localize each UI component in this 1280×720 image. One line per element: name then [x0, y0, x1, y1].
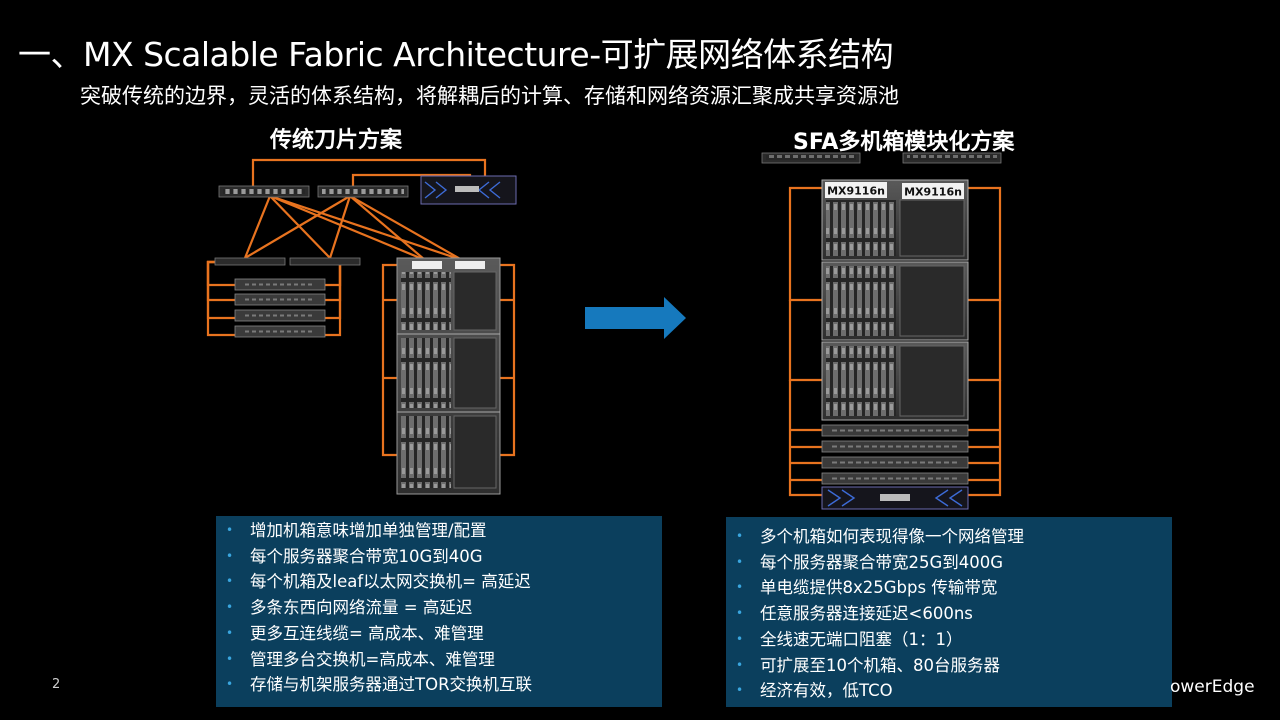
list-item: 每个服务器聚合带宽25G到400G — [734, 550, 1160, 576]
svg-text:MX9116n: MX9116n — [827, 185, 885, 198]
page-number: 2 — [52, 677, 61, 692]
sfa-top-switch-1 — [761, 152, 861, 164]
mx-chassis-2 — [821, 261, 969, 341]
traditional-features-panel: 增加机箱意味增加单独管理/配置 每个服务器聚合带宽10G到40G 每个机箱及le… — [216, 516, 662, 707]
slide-title: 一、MX Scalable Fabric Architecture-可扩展网络体… — [18, 35, 894, 74]
top-switch-2 — [317, 185, 409, 198]
rack-servers — [234, 278, 326, 338]
transition-arrow-icon — [585, 297, 686, 339]
sfa-top-switch-2 — [902, 152, 1002, 164]
sfa-features-panel: 多个机箱如何表现得像一个网络管理 每个服务器聚合带宽25G到400G 单电缆提供… — [726, 517, 1172, 707]
traditional-blade-heading: 传统刀片方案 — [270, 128, 403, 153]
brand-footer: owerEdge — [1170, 677, 1255, 697]
sfa-storage-array — [821, 486, 969, 510]
list-item: 多个机箱如何表现得像一个网络管理 — [734, 524, 1160, 550]
list-item: 每个服务器聚合带宽10G到40G — [224, 544, 650, 570]
mx9116n-label-2: MX9116n — [902, 183, 964, 199]
sfa-rack-servers — [821, 424, 969, 485]
list-item: 任意服务器连接延迟<600ns — [734, 601, 1160, 627]
sfa-heading: SFA多机箱模块化方案 — [793, 130, 1015, 155]
mx-chassis-3 — [821, 341, 969, 421]
mx9116n-label-1: MX9116n — [825, 182, 887, 198]
traditional-chassis-stack — [396, 257, 501, 495]
list-item: 增加机箱意味增加单独管理/配置 — [224, 518, 650, 544]
list-item: 多条东西向网络流量 = 高延迟 — [224, 595, 650, 621]
list-item: 每个机箱及leaf以太网交换机= 高延迟 — [224, 569, 650, 595]
list-item: 更多互连线缆= 高成本、难管理 — [224, 621, 650, 647]
list-item: 管理多台交换机=高成本、难管理 — [224, 647, 650, 673]
list-item: 存储与机架服务器通过TOR交换机互联 — [224, 672, 650, 698]
storage-array — [420, 175, 517, 205]
top-switch-1 — [218, 185, 310, 198]
sfa-cabling — [788, 186, 1002, 497]
list-item: 经济有效，低TCO — [734, 678, 1160, 704]
slide-subtitle: 突破传统的边界，灵活的体系结构，将解耦后的计算、存储和网络资源汇聚成共享资源池 — [80, 84, 899, 108]
leaf-switch-1 — [214, 257, 286, 266]
list-item: 单电缆提供8x25Gbps 传输带宽 — [734, 575, 1160, 601]
list-item: 全线速无端口阻塞（1：1） — [734, 627, 1160, 653]
svg-text:MX9116n: MX9116n — [904, 186, 962, 199]
list-item: 可扩展至10个机箱、80台服务器 — [734, 653, 1160, 679]
leaf-switch-2 — [289, 257, 361, 266]
